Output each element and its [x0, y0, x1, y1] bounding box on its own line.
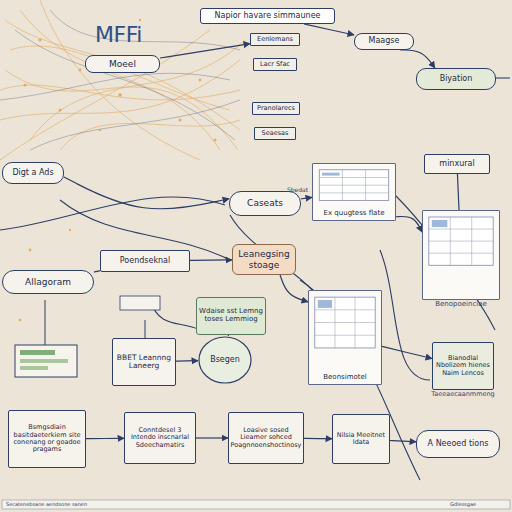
process-box: Napior havare simmaunee [200, 8, 335, 24]
document-box: Beonsimotel [308, 290, 382, 385]
footer-strip [2, 500, 510, 509]
node-text: Ex quugtess flate [324, 210, 385, 218]
connector-arrow [457, 174, 459, 210]
ellipse-node: Bsegen [198, 336, 252, 384]
free-label: Secatenebsane aendsone sanen [6, 501, 87, 507]
free-label: Gdlessgae [450, 501, 476, 507]
node-text: Biyation [440, 75, 473, 84]
node-text: Eenlemans [257, 36, 293, 43]
node-text: Moeel [109, 59, 136, 69]
connector-arrow [160, 44, 250, 58]
process-box: Digt a Ads [2, 162, 64, 184]
small-callout-box [120, 296, 160, 338]
process-box: Wdaise sst Lemng toses Lemmiog [196, 297, 266, 335]
document-icon [423, 211, 499, 299]
connector-arrow [196, 437, 228, 438]
process-box: Allagoram [2, 270, 94, 294]
process-box: A Neeoed tions [416, 430, 500, 458]
node-text: A Neeoed tions [428, 440, 489, 449]
node-text: BBET Leannng Laneerg [115, 354, 173, 371]
process-box: Poendseknal [100, 250, 190, 272]
process-box: minxural [424, 154, 490, 174]
node-text: Bsegen [210, 356, 240, 365]
node-text: Napior havare simmaunee [215, 12, 321, 21]
sweep-lines [0, 78, 510, 480]
process-box: Biyation [416, 68, 496, 90]
node-text: minxural [439, 160, 474, 169]
node-text: Bianodlal Nbolizem hienes Naim Lencos [435, 355, 491, 377]
connector-arrow [64, 177, 229, 209]
connector-arrow [280, 275, 308, 302]
process-box: Moeel [85, 55, 160, 73]
process-box: Bsmgsdiain basitdaeterkiem site conenang… [8, 410, 86, 468]
diagram-title: MFFi [95, 22, 142, 47]
connector-arrow [190, 259, 232, 261]
process-box: Eenlemans [250, 33, 300, 46]
node-text: Seaesas [262, 130, 289, 137]
connector-arrow [390, 440, 416, 441]
process-box: Loasive sosed Lieamer sohced Poagnnoensh… [228, 412, 304, 464]
node-text: Caseats [247, 198, 283, 208]
process-box: Bianodlal Nbolizem hienes Naim LencosTae… [432, 342, 494, 390]
connector-arrow [228, 335, 229, 336]
node-text: Beonsimotel [323, 374, 367, 382]
node-text: Bsmgsdiain basitdaeterkiem site conenang… [11, 424, 83, 453]
node-text: Conntdesel 3 Intendo inscnarlal Sdeecham… [127, 427, 193, 449]
process-box: Pranolarecs [252, 102, 300, 115]
process-box: Leanegsing stoage [232, 244, 296, 275]
process-box: Caseats [229, 191, 301, 216]
node-text: Allagoram [25, 277, 71, 287]
connector-arrow [396, 216, 422, 232]
node-text: Nilsia Meeitnet Idata [335, 432, 387, 447]
process-box: Lacr Sfac [253, 58, 297, 71]
free-label: Sbedat [287, 186, 308, 193]
node-text: Leanegsing stoage [235, 249, 293, 269]
process-box: Maagse [354, 33, 414, 50]
node-text: Pranolarecs [257, 105, 295, 112]
connector-arrow [94, 271, 100, 272]
connector-arrow [304, 24, 354, 35]
process-box: Seaesas [254, 127, 296, 140]
connector-arrow [86, 438, 124, 440]
process-box: BBET Leannng Laneerg [112, 338, 176, 386]
node-text: Poendseknal [120, 257, 170, 266]
document-box: Ex quugtess flate [312, 163, 396, 221]
network-lines [0, 10, 240, 150]
process-box: Conntdesel 3 Intendo inscnarlal Sdeecham… [124, 412, 196, 464]
connector-arrow [382, 346, 432, 358]
box-caption: Taeeaecaanmmeng [427, 391, 499, 398]
box-caption: Benopoeinciae [417, 301, 505, 309]
connector-arrow [304, 438, 332, 439]
node-text: Digt a Ads [12, 169, 53, 178]
node-text: Wdaise sst Lemng toses Lemmiog [199, 308, 263, 324]
node-text: Loasive sosed Lieamer sohced Poagnnoensh… [231, 427, 302, 449]
process-box: Nilsia Meeitnet Idata [332, 414, 390, 464]
connector-arrow [176, 360, 198, 362]
connector-arrow [301, 197, 312, 198]
document-box: Benopoeinciae [422, 210, 500, 300]
node-text: Maagse [369, 37, 400, 46]
side-panel-icon [15, 300, 77, 377]
network-scribble [0, 0, 245, 160]
connector-arrow [400, 50, 435, 68]
node-text: Lacr Sfac [260, 61, 290, 68]
document-icon [309, 291, 381, 384]
